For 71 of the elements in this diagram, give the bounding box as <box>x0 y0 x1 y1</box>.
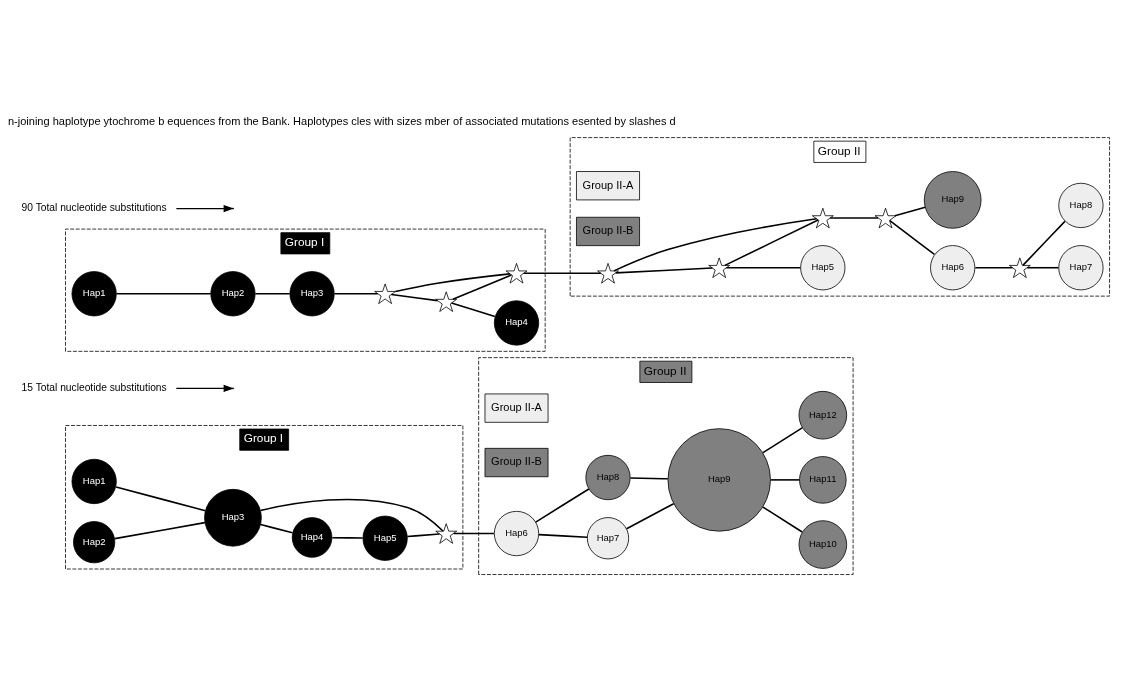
connector <box>769 478 801 481</box>
connector <box>333 292 379 295</box>
connector <box>1026 266 1060 269</box>
node-star <box>708 257 731 278</box>
connector <box>450 301 496 317</box>
node-circle: Hap7 <box>586 516 630 559</box>
connector <box>829 216 879 219</box>
node-box: Group II-A <box>484 393 549 423</box>
connector <box>259 498 444 532</box>
connector <box>331 536 364 539</box>
node-box: Group II-A <box>576 170 640 200</box>
caption: n-joining haplotype ytochrome b equences from the Bank. Haplotypes cles with sizes mber of associated mutations esented by slashes d <box>7 114 676 127</box>
node-circle: Hap4 <box>291 516 333 558</box>
connector <box>254 292 291 295</box>
connector <box>614 266 714 274</box>
node-circle: Hap2 <box>210 270 256 316</box>
node-circle: Hap12 <box>798 390 848 439</box>
node-circle: Hap5 <box>800 244 846 290</box>
node-star <box>374 283 396 304</box>
node-star <box>505 262 528 283</box>
connector <box>115 485 207 511</box>
connector <box>762 505 803 533</box>
node-circle: Hap4 <box>493 299 540 346</box>
node-circle: Hap6 <box>493 510 540 556</box>
node-star <box>811 207 834 228</box>
node-circle: Hap10 <box>798 519 848 569</box>
node-circle: Hap6 <box>930 244 976 290</box>
node-circle: Hap1 <box>71 458 117 504</box>
connector <box>613 217 818 272</box>
node-star <box>597 262 619 283</box>
node-circle: Hap9 <box>923 170 982 229</box>
connector <box>538 533 588 538</box>
connector <box>452 532 495 534</box>
connector <box>452 273 513 300</box>
node-circle: Hap5 <box>362 515 408 561</box>
connector <box>889 219 936 255</box>
node-circle: Hap11 <box>799 455 847 504</box>
node-circle: Hap1 <box>71 270 117 316</box>
connector <box>974 266 1014 269</box>
node-circle: Hap7 <box>1058 244 1104 290</box>
node-circle: Hap3 <box>289 270 335 316</box>
node-circle: Hap3 <box>204 488 262 547</box>
connector <box>625 502 675 530</box>
connector <box>406 532 441 537</box>
connector <box>390 293 439 301</box>
node-box: Group II-B <box>576 216 640 246</box>
connector <box>394 272 511 292</box>
connector <box>629 476 669 480</box>
arrow <box>175 204 234 212</box>
node-circle: Hap9 <box>667 427 771 532</box>
arrow <box>175 384 234 392</box>
connector <box>725 266 802 269</box>
connector <box>534 487 590 523</box>
connector <box>523 271 602 274</box>
connector <box>114 521 206 539</box>
node-star <box>874 207 897 228</box>
node-box: Group II-B <box>484 447 549 477</box>
node-circle: Hap2 <box>73 520 116 563</box>
node-circle: Hap8 <box>585 454 631 500</box>
connector <box>259 523 294 533</box>
node-star <box>435 290 458 312</box>
node-text: 15 Total nucleotide substitutions <box>21 381 167 393</box>
node-star <box>1008 257 1031 278</box>
node-star <box>435 522 458 544</box>
node-text: 90 Total nucleotide substitutions <box>21 201 167 213</box>
connector <box>894 206 926 216</box>
connector <box>724 218 819 266</box>
node-circle: Hap8 <box>1058 182 1104 228</box>
connector <box>115 292 212 295</box>
connector <box>762 426 803 453</box>
connector <box>1022 220 1066 266</box>
